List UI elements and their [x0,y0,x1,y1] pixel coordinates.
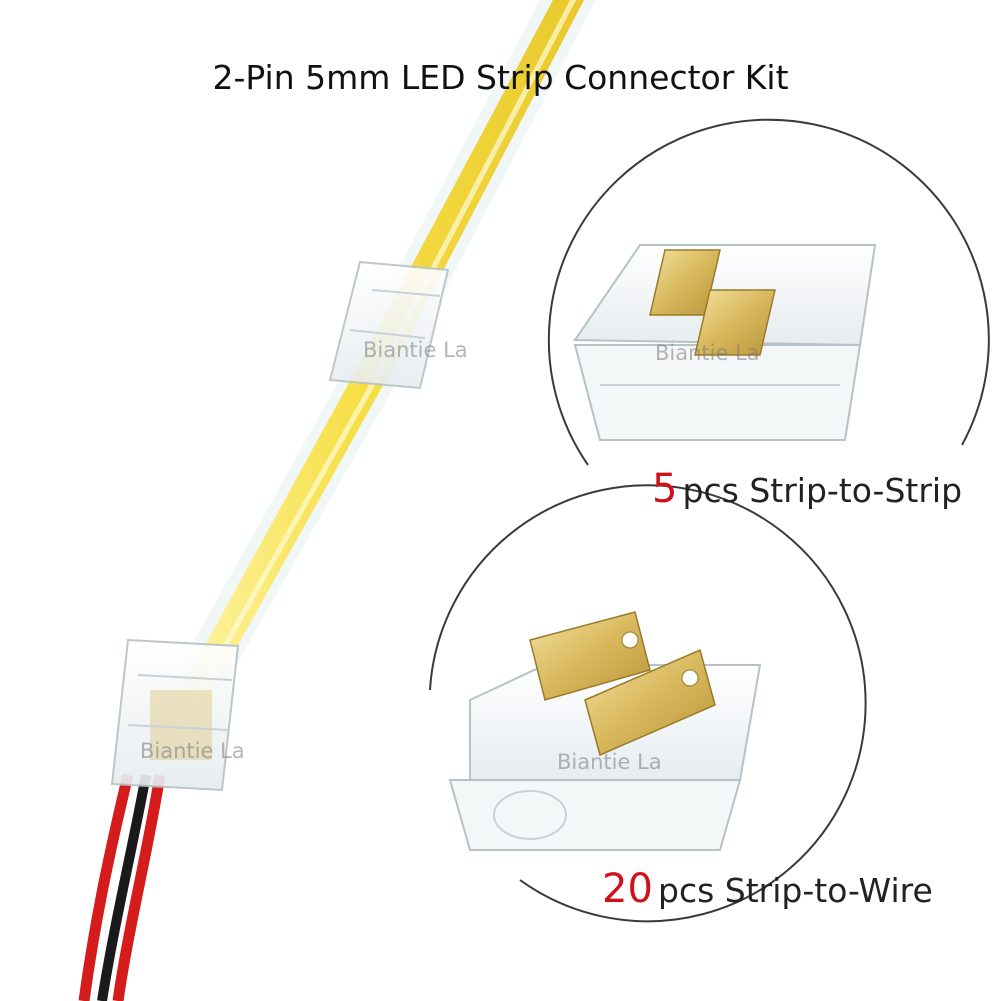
watermark: Biantie La [140,739,245,763]
strip-to-wire-count: 20 [602,866,653,912]
strip-to-wire-inset [429,484,867,923]
strip-to-strip-label: pcs Strip-to-Strip [682,471,963,510]
strip-to-wire-label: pcs Strip-to-Wire [658,871,933,910]
watermark: Biantie La [363,338,468,362]
strip-to-strip-inset [547,118,990,466]
page-title: 2-Pin 5mm LED Strip Connector Kit [212,58,789,97]
strip-to-strip-count: 5 [652,466,678,512]
wire-pair [78,773,166,1001]
strip-connector-bottom [110,638,240,792]
strip-connector-top [328,260,450,390]
strip-to-wire-caption: 20 pcs Strip-to-Wire [602,866,933,912]
watermark: Biantie La [655,341,760,365]
strip-to-strip-caption: 5 pcs Strip-to-Strip [652,466,962,512]
watermark: Biantie La [557,750,662,774]
